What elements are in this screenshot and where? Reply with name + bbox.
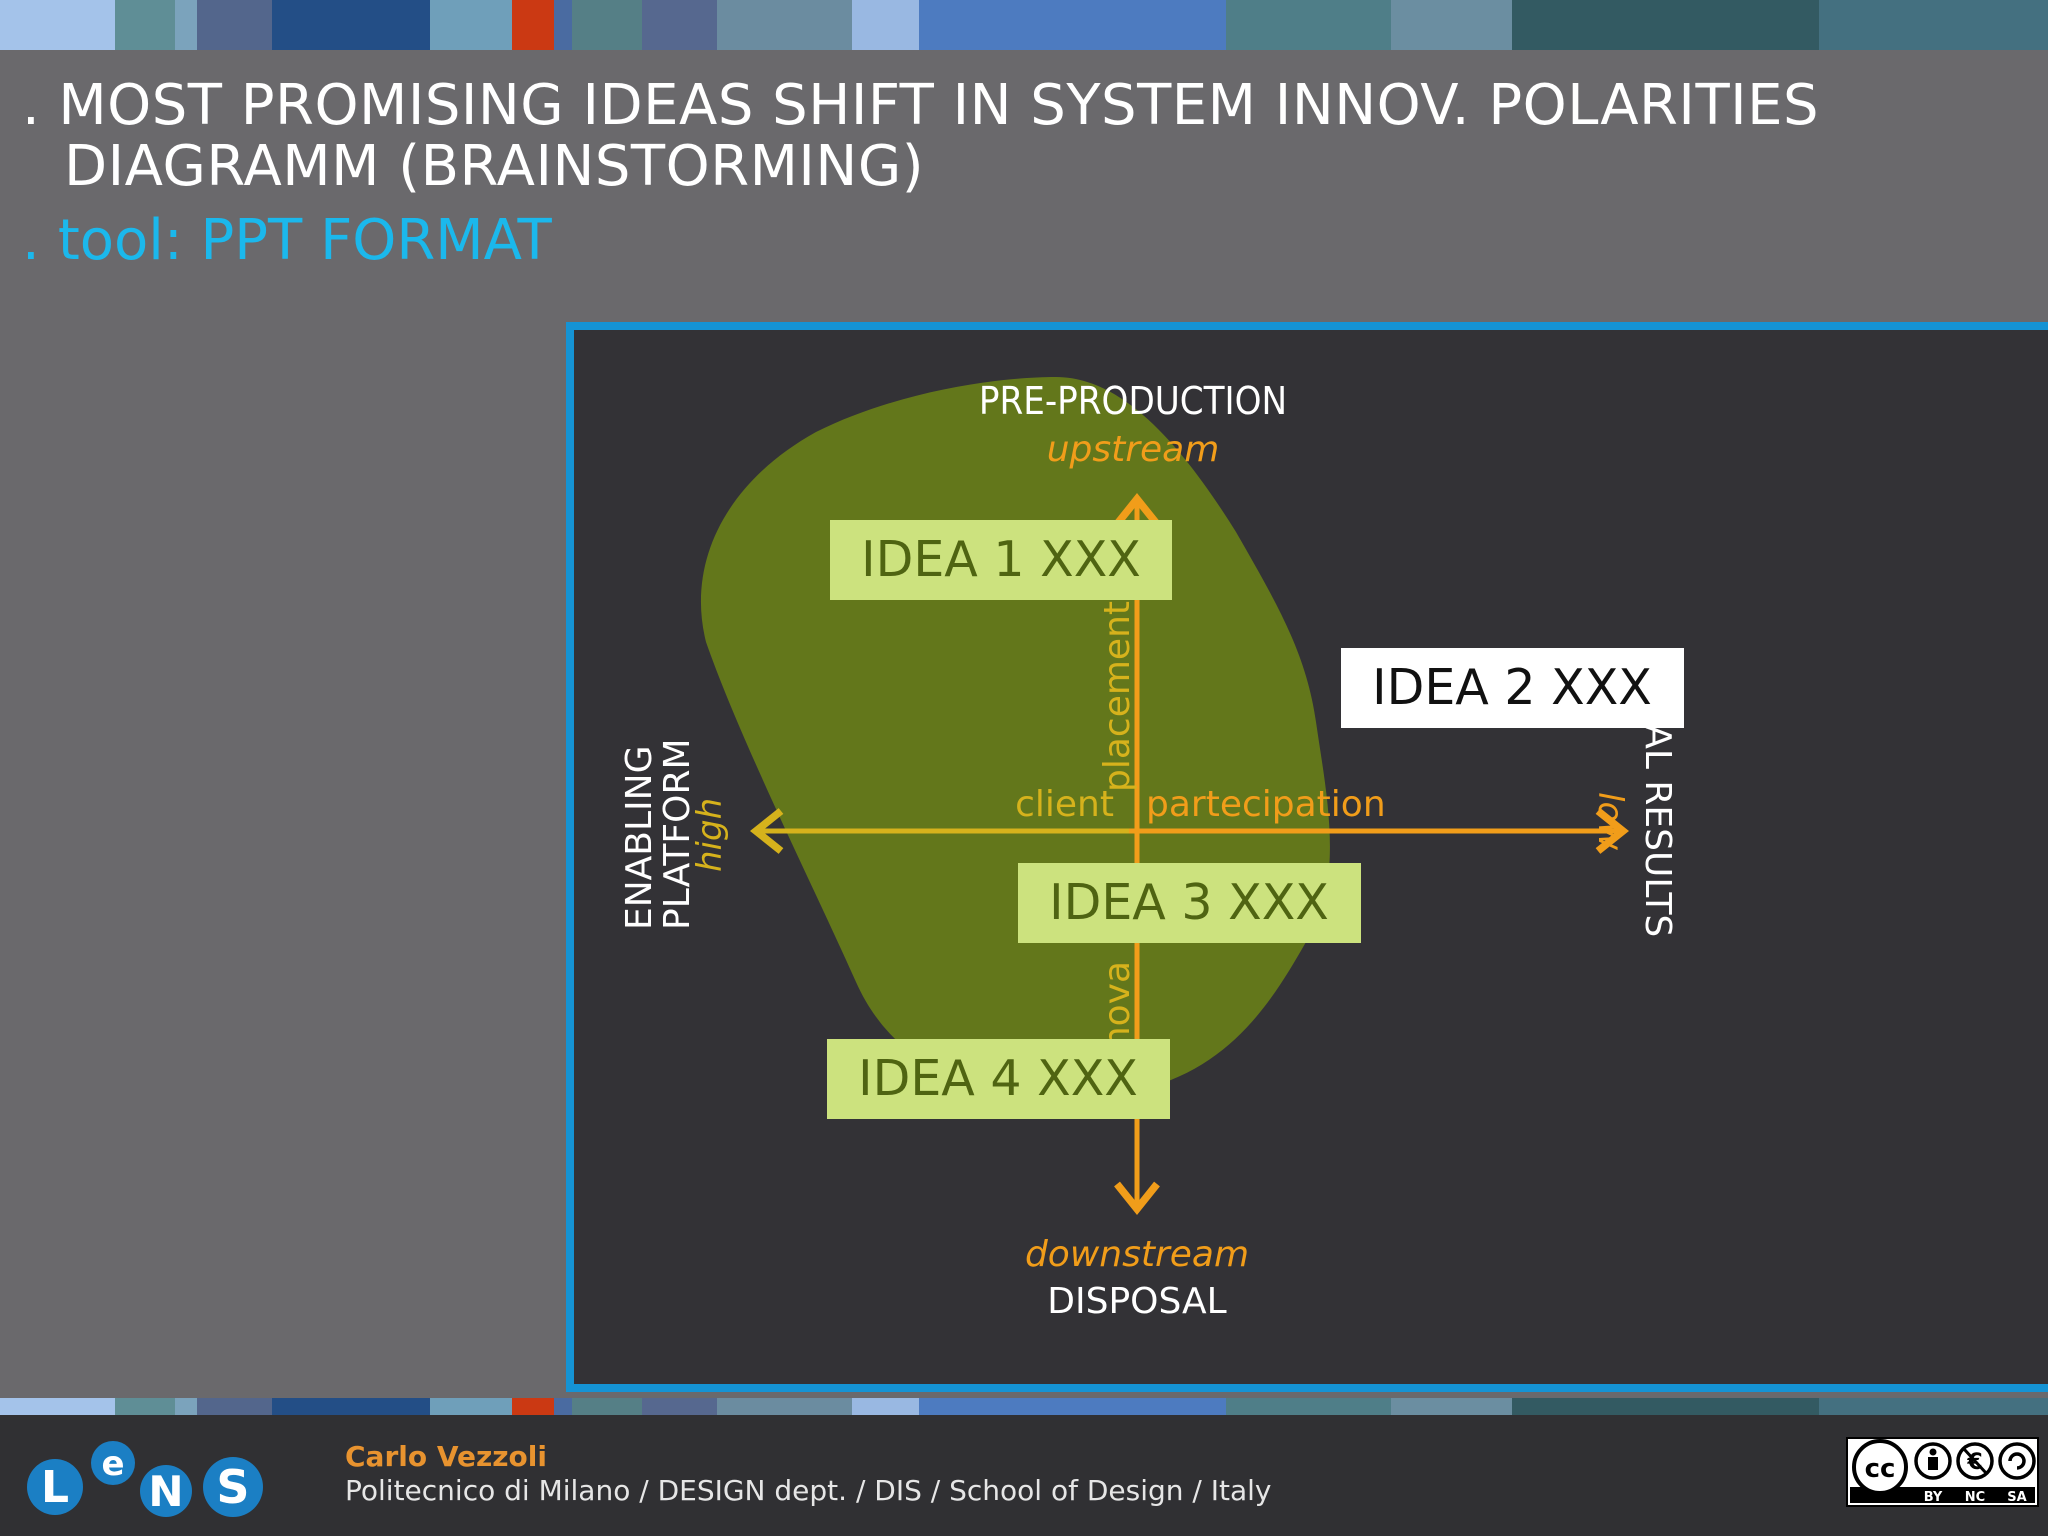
idea-box-4: IDEA 4 XXX [827, 1039, 1170, 1119]
subtitle-bullet: . [22, 208, 40, 273]
title-text-1: MOST PROMISING IDEAS SHIFT IN SYSTEM INN… [58, 73, 1820, 138]
h-axis-caption-left: client [1015, 784, 1114, 825]
idea-3-label: IDEA 3 XXX [1049, 874, 1329, 931]
top-color-stripe [0, 0, 2048, 50]
slide-title-line-1: . MOST PROMISING IDEAS SHIFT IN SYSTEM IN… [22, 75, 1819, 137]
bottom-color-stripe [0, 1398, 2048, 1415]
axis-top-label: PRE-PRODUCTION [979, 379, 1287, 423]
axis-top-sub: upstream [1047, 429, 1220, 470]
license-nc: NC [1965, 1490, 1985, 1505]
lens-logo: L e N S [27, 1441, 263, 1517]
polarities-diagram: PRE-PRODUCTION upstream downstream DISPO… [566, 322, 2048, 1392]
cc-icon [1852, 1439, 1908, 1495]
cc-mark-text: cc [1865, 1454, 1896, 1484]
author-affiliation: Politecnico di Milano / DESIGN dept. / D… [345, 1474, 1272, 1507]
title-bullet: . [22, 73, 41, 138]
axis-bottom-sub: downstream [1025, 1234, 1249, 1275]
h-axis-caption-right: partecipation [1146, 784, 1386, 825]
axis-bottom-label: DISPOSAL [1047, 1281, 1226, 1322]
logo-letter-s: S [216, 1460, 249, 1514]
idea-1-label: IDEA 1 XXX [861, 531, 1141, 588]
idea-2-label: IDEA 2 XXX [1372, 659, 1652, 716]
axis-right-sub: low [1590, 792, 1630, 850]
diagram-canvas: PRE-PRODUCTION upstream downstream DISPO… [619, 377, 1684, 1322]
idea-box-3: IDEA 3 XXX [1018, 863, 1361, 943]
idea-area-blob [700, 377, 1330, 1098]
sa-icon [1998, 1442, 2036, 1480]
axis-left-sub: high [690, 798, 730, 872]
v-axis-caption-top: placement [1097, 601, 1138, 792]
idea-box-2: IDEA 2 XXX [1341, 648, 1684, 728]
logo-letter-n: N [148, 1467, 183, 1516]
author-name: Carlo Vezzoli [345, 1440, 547, 1473]
idea-box-1: IDEA 1 XXX [830, 520, 1172, 600]
slide-footer: L e N S Carlo Vezzoli Politecnico di Mil… [0, 1415, 2048, 1536]
axis-left-label-1: ENABLING [619, 746, 660, 931]
license-sa: SA [2007, 1490, 2026, 1505]
axis-left-label-2: PLATFORM [657, 738, 698, 930]
license-by: BY [1924, 1490, 1943, 1505]
logo-letter-e: e [101, 1444, 124, 1484]
slide-subtitle: . tool: PPT FORMAT [22, 210, 552, 272]
creative-commons-license-badge: cc € BY NC SA [1846, 1437, 2039, 1507]
slide-title-line-2: DIAGRAMM (BRAINSTORMING) [64, 134, 925, 199]
idea-4-label: IDEA 4 XXX [858, 1050, 1138, 1107]
subtitle-text: tool: PPT FORMAT [57, 208, 552, 273]
logo-letter-l: L [41, 1462, 69, 1513]
